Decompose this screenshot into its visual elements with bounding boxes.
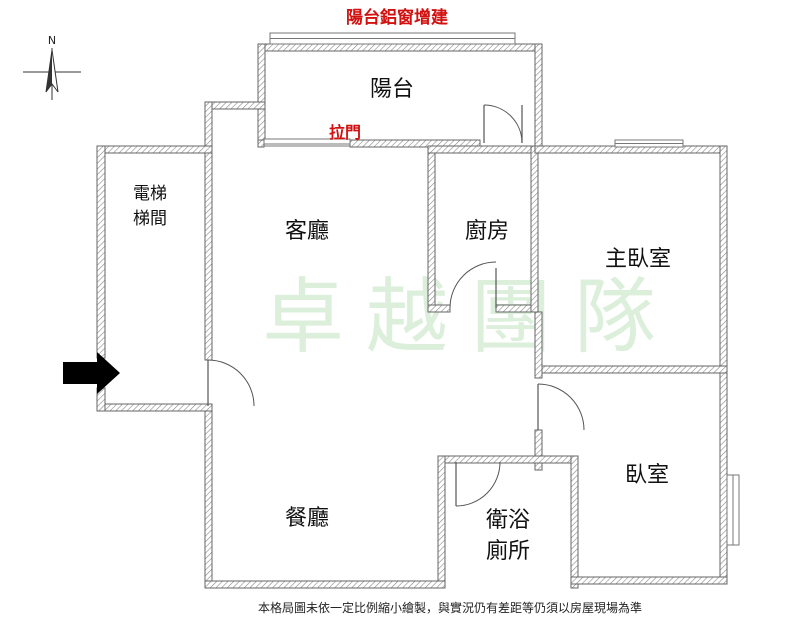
watermark-text: 卓越團隊 [262, 270, 678, 365]
room-label-balcony: 陽台 [370, 77, 414, 102]
entrance-arrow-icon [63, 352, 120, 394]
room-label-living-room: 客廳 [285, 219, 329, 244]
room-label-kitchen: 廚房 [465, 219, 509, 244]
room-label-bathroom-line2: 廁所 [486, 539, 530, 564]
room-label-master-bedroom: 主臥室 [605, 247, 671, 272]
north-arrow-icon: N [23, 34, 81, 100]
room-label-elevator-line1: 電梯 [133, 184, 167, 204]
north-label: N [48, 34, 56, 47]
walls [96, 43, 728, 589]
disclaimer-note: 本格局圖未依一定比例縮小繪製，與實況仍有差距等仍須以房屋現場為準 [258, 600, 642, 615]
room-label-dining-room: 餐廳 [285, 506, 329, 531]
room-label-bedroom: 臥室 [625, 463, 669, 488]
room-label-elevator-line2: 梯間 [133, 209, 167, 229]
sliding-door [263, 138, 351, 145]
doors [207, 104, 585, 507]
windows [263, 32, 740, 546]
balcony-window-annotation: 陽台鋁窗增建 [346, 7, 448, 28]
room-label-bathroom-line1: 衛浴 [486, 508, 530, 533]
sliding-door-annotation: 拉門 [329, 123, 361, 142]
